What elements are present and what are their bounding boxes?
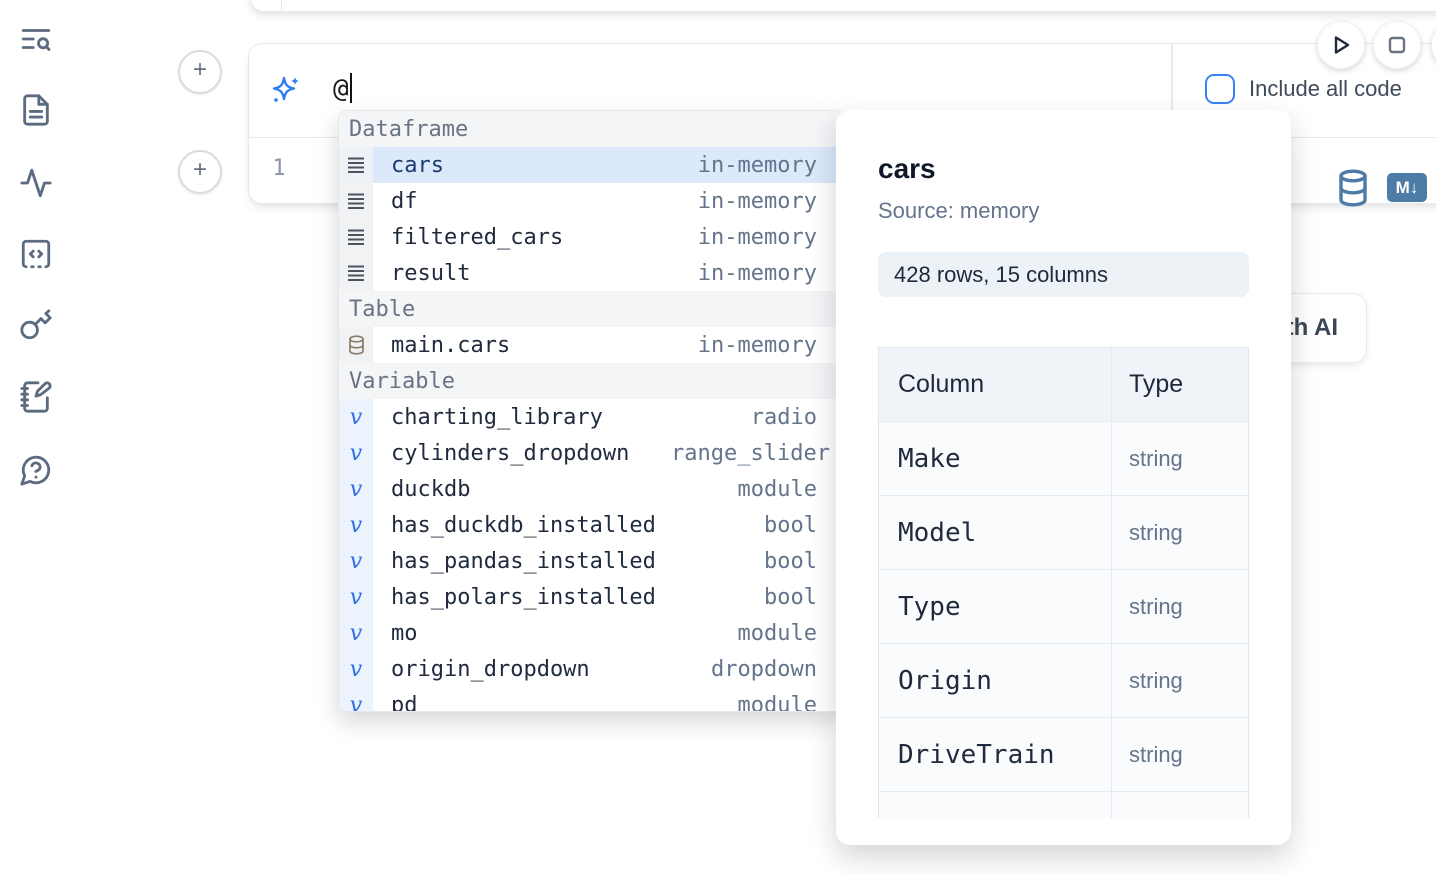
completion-item[interactable]: main.cars in-memory — [339, 327, 841, 363]
markdown-icon[interactable]: M↓ — [1387, 173, 1427, 202]
add-cell-button[interactable]: + — [178, 50, 222, 94]
code-snippet-icon[interactable] — [18, 236, 54, 272]
completion-item[interactable]: v charting_library radio — [339, 399, 841, 435]
schema-table-row: Type string — [879, 570, 1248, 644]
list-search-icon[interactable] — [18, 21, 54, 57]
sparkles-icon — [272, 76, 299, 102]
completion-item[interactable]: filtered_cars in-memory — [339, 219, 841, 255]
schema-table-row: Make string — [879, 422, 1248, 496]
completion-section-header: Dataframe — [339, 111, 841, 147]
play-icon — [1334, 36, 1350, 54]
type-header: Type — [1129, 370, 1184, 398]
completion-item[interactable]: v cylinders_dropdown range_slider — [339, 435, 841, 471]
text-cursor — [349, 73, 352, 103]
add-cell-button[interactable]: + — [178, 150, 222, 194]
cell-divider — [281, 0, 282, 11]
include-all-code-label: Include all code — [1249, 76, 1402, 101]
completion-item[interactable]: df in-memory — [339, 183, 841, 219]
stop-button[interactable] — [1373, 21, 1421, 69]
completion-item[interactable]: cars in-memory — [339, 147, 841, 183]
rows-icon — [348, 229, 364, 245]
previous-cell — [250, 0, 1436, 12]
dataframe-preview-panel: cars Source: memory 428 rows, 15 columns… — [836, 110, 1291, 845]
completion-item[interactable]: v has_duckdb_installed bool — [339, 507, 841, 543]
include-all-code-checkbox[interactable] — [1205, 74, 1235, 104]
variable-icon: v — [349, 584, 363, 610]
completion-item[interactable]: v pd module — [339, 687, 841, 712]
completion-item[interactable]: v mo module — [339, 615, 841, 651]
completion-popup: Dataframe cars in-memory df in-memory fi… — [338, 110, 842, 712]
preview-title: cars — [878, 153, 936, 184]
rows-icon — [348, 157, 364, 173]
variable-icon: v — [349, 476, 363, 502]
schema-table-row: Origin string — [879, 644, 1248, 718]
rows-icon — [348, 193, 364, 209]
schema-table-row: DriveTrain string — [879, 718, 1248, 792]
notebook-pen-icon[interactable] — [18, 379, 54, 415]
file-text-icon[interactable] — [18, 92, 54, 128]
help-chat-icon[interactable] — [18, 452, 54, 488]
divider — [1171, 44, 1173, 137]
run-cell-button[interactable] — [1317, 21, 1365, 69]
completion-item[interactable]: v has_pandas_installed bool — [339, 543, 841, 579]
stop-icon — [1388, 36, 1406, 54]
sidebar — [0, 0, 72, 874]
variable-icon: v — [349, 620, 363, 646]
shape-badge: 428 rows, 15 columns — [878, 252, 1249, 297]
schema-table-header: Column Type — [879, 348, 1248, 422]
activity-icon[interactable] — [18, 165, 54, 201]
schema-table-row: Model string — [879, 496, 1248, 570]
completion-item[interactable]: v has_polars_installed bool — [339, 579, 841, 615]
variable-icon: v — [349, 656, 363, 682]
rows-icon — [348, 265, 364, 281]
line-number: 1 — [272, 156, 286, 181]
database-icon[interactable] — [1337, 169, 1369, 207]
variable-icon: v — [349, 692, 363, 712]
variable-icon: v — [349, 548, 363, 574]
preview-source: Source: memory — [878, 198, 1040, 223]
prompt-value: @ — [333, 73, 352, 104]
completion-item[interactable]: result in-memory — [339, 255, 841, 291]
column-header: Column — [879, 348, 1112, 421]
schema-table-row — [879, 792, 1248, 818]
variable-icon: v — [349, 512, 363, 538]
completion-section-header: Table — [339, 291, 841, 327]
completion-item[interactable]: v duckdb module — [339, 471, 841, 507]
schema-table: Column Type Make string Model string Typ… — [878, 347, 1249, 818]
key-icon[interactable] — [18, 307, 54, 343]
database-icon — [348, 335, 364, 355]
variable-icon: v — [349, 404, 363, 430]
completion-item[interactable]: v origin_dropdown dropdown — [339, 651, 841, 687]
variable-icon: v — [349, 440, 363, 466]
completion-section-header: Variable — [339, 363, 841, 399]
